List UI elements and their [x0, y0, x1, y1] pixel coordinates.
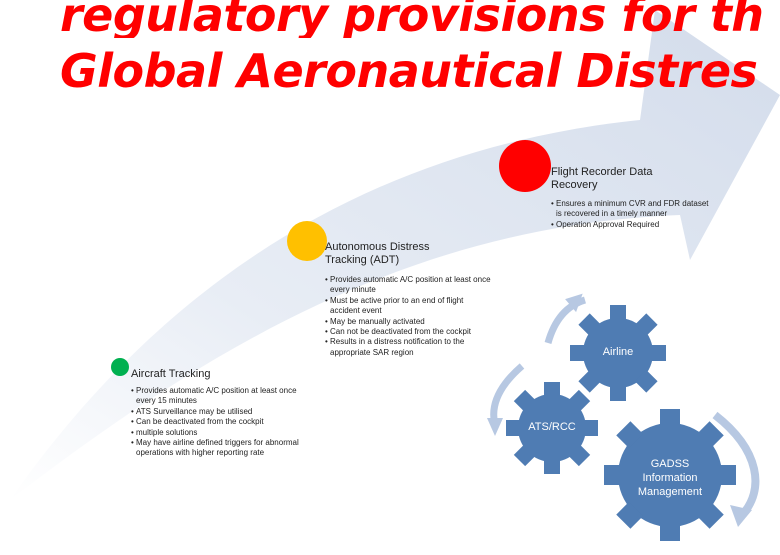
gear-ats	[506, 382, 598, 474]
gear-airline	[570, 305, 666, 401]
bullet: May be manually activated	[325, 317, 495, 328]
bullet: multiple solutions	[131, 428, 309, 439]
gear-label-airline: Airline	[602, 346, 634, 358]
bullet: ATS Surveillance may be utilised	[131, 407, 309, 418]
bullet: May have airline defined triggers for ab…	[131, 438, 309, 459]
stage-title-adt: Autonomous Distress Tracking (ADT)	[325, 241, 430, 267]
tracking-dot	[111, 358, 129, 376]
bullet: Can be deactivated from the cockpit	[131, 417, 309, 428]
cycle-arrowhead-left	[487, 418, 503, 436]
bullet: Provides automatic A/C position at least…	[325, 275, 495, 296]
stage-bullets-recovery: Ensures a minimum CVR and FDR dataset is…	[551, 199, 711, 231]
cycle-arrow-left	[490, 363, 525, 426]
bullet: Provides automatic A/C position at least…	[131, 386, 309, 407]
bullet: Can not be deactivated from the cockpit	[325, 327, 495, 338]
bullet: Operation Approval Required	[551, 220, 711, 231]
slide-title-line-2: Global Aeronautical Distres	[60, 48, 758, 94]
stage-title-recovery: Flight Recorder Data Recovery	[551, 166, 653, 192]
stage-bullets-adt: Provides automatic A/C position at least…	[325, 275, 495, 358]
bullet: Ensures a minimum CVR and FDR dataset is…	[551, 199, 711, 220]
gear-label-gadss: GADSS Information Management	[637, 458, 703, 498]
gear-label-ats: ATS/RCC	[528, 421, 576, 433]
slide-title-line-1: regulatory provisions for th	[60, 0, 764, 38]
cycle-arrow-top	[544, 296, 587, 345]
adt-dot	[287, 221, 327, 261]
cycle-arrow-right	[712, 411, 760, 518]
bullet: Results in a distress notification to th…	[325, 337, 495, 358]
stage-title-tracking: Aircraft Tracking	[131, 368, 211, 380]
stage-bullets-tracking: Provides automatic A/C position at least…	[131, 386, 309, 459]
cycle-arrowhead-right	[730, 505, 752, 527]
progress-arrow	[10, 10, 780, 500]
gear-gadss	[604, 409, 736, 541]
bullet: Must be active prior to an end of flight…	[325, 296, 495, 317]
recovery-dot	[499, 140, 551, 192]
cycle-arrowhead-top	[565, 293, 583, 313]
